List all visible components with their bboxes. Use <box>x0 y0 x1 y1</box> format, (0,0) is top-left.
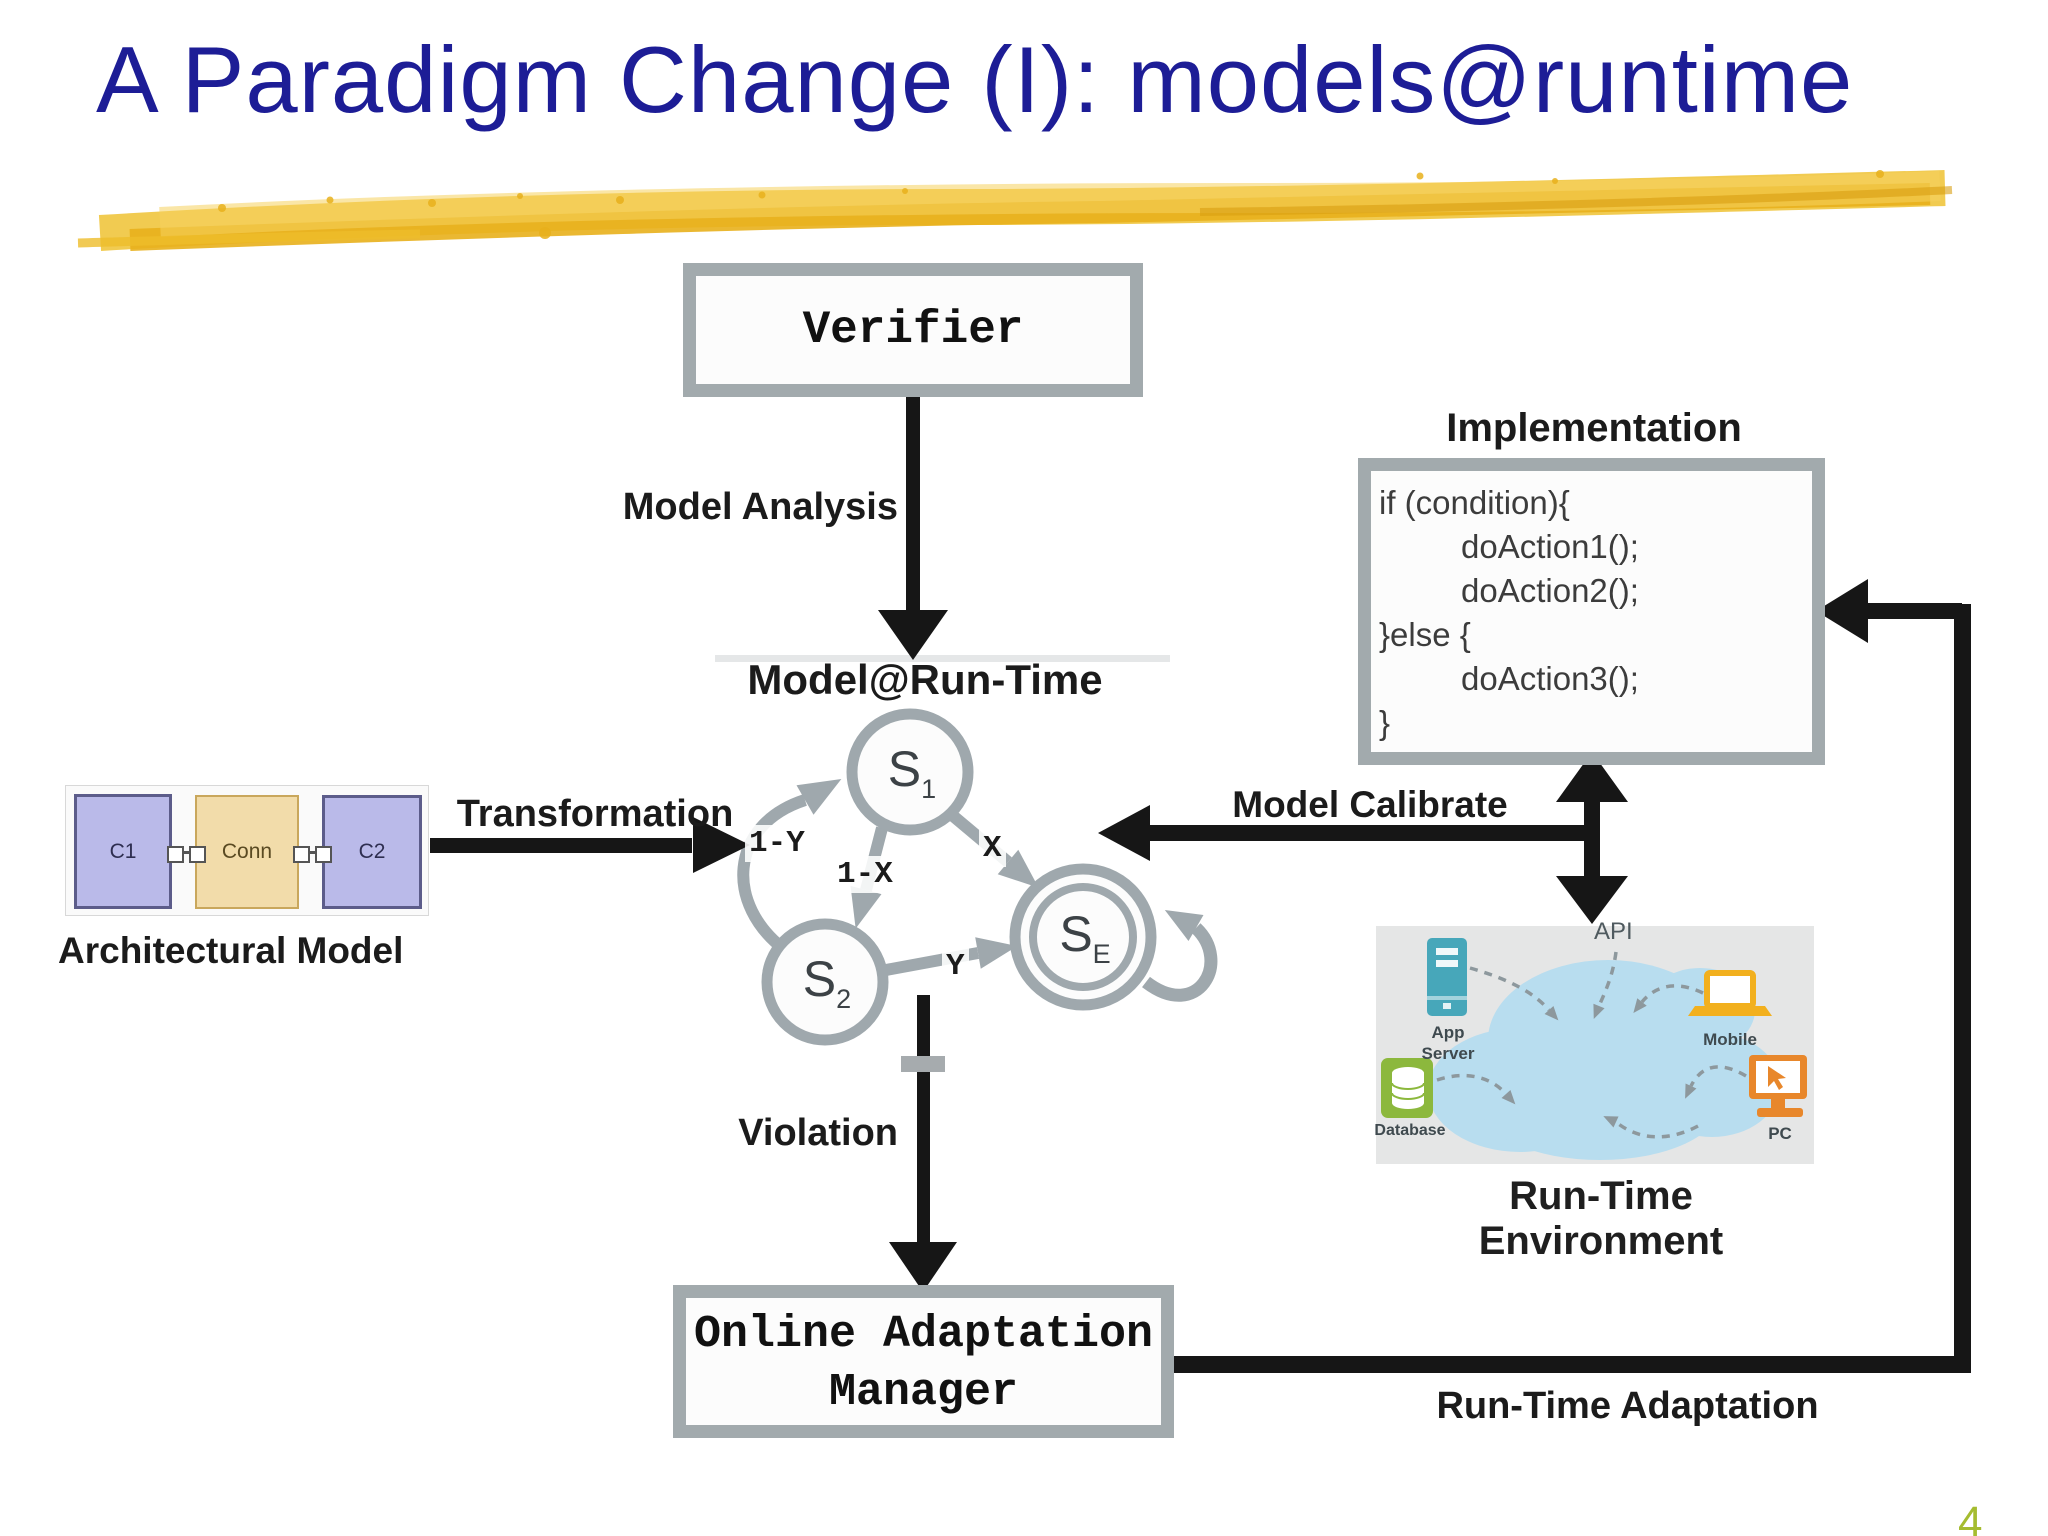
state-s2-circle <box>761 918 889 1046</box>
connector-line-left <box>169 851 201 854</box>
runtime-adaptation-feedback-arrow <box>1174 579 1971 1373</box>
state-circles <box>761 708 1157 1046</box>
port-square <box>167 846 184 863</box>
state-se-inner-circle <box>1029 883 1137 991</box>
mobile-icon <box>1688 970 1772 1016</box>
implementation-label: Implementation <box>1446 406 1742 450</box>
state-s1-circle <box>846 708 974 836</box>
architectural-model-label: Architectural Model <box>58 930 404 971</box>
state-se-label: SE <box>1059 906 1111 969</box>
transition-label-x: X <box>979 830 1006 867</box>
component-conn: Conn <box>195 795 299 909</box>
code-line: doAction1(); <box>1461 528 1639 565</box>
page-title: A Paradigm Change (I): models@runtime <box>96 27 1854 132</box>
cloud-icon <box>1428 960 1780 1160</box>
flow-arrows <box>430 395 1971 1373</box>
state-transition-arrowheads <box>796 779 1204 969</box>
runtime-adaptation-label: Run-Time Adaptation <box>1436 1385 1819 1427</box>
transition-label-1-y: 1-Y <box>745 825 809 862</box>
transformation-arrow <box>430 817 750 873</box>
oam-label-line2: Manager <box>828 1366 1019 1418</box>
violation-gray-band <box>901 1056 945 1072</box>
app-server-label: App Server <box>1421 1023 1475 1063</box>
database-label: Database <box>1374 1122 1446 1139</box>
page-number: 4 <box>1958 1498 1983 1536</box>
cloud-dashed-arrows <box>1436 951 1747 1139</box>
connector-line-right <box>295 851 327 854</box>
port-square <box>293 846 310 863</box>
code-line: if (condition){ <box>1379 484 1570 521</box>
transition-label-1-x: 1-X <box>833 856 897 893</box>
label-streak <box>715 655 1170 662</box>
pc-label: PC <box>1768 1124 1792 1143</box>
oam-label-line1: Online Adaptation <box>693 1308 1154 1360</box>
highlight-brush-stroke <box>77 170 1953 251</box>
se-self-loop <box>1142 923 1218 1002</box>
code-line: doAction3(); <box>1461 660 1639 697</box>
runtime-environment-graphic <box>1376 926 1814 1164</box>
port-square <box>315 846 332 863</box>
verifier-box: Verifier <box>683 263 1143 397</box>
transformation-label: Transformation <box>456 793 734 835</box>
component-c2: C2 <box>322 795 422 909</box>
model-calibrate-arrow <box>1098 752 1628 924</box>
code-line: }else { <box>1379 616 1471 653</box>
brush-speckles <box>218 170 1884 239</box>
state-s1-label: S1 <box>887 741 937 804</box>
state-s2-label: S2 <box>802 951 852 1014</box>
transition-label-y: Y <box>942 948 969 985</box>
component-c1: C1 <box>74 794 172 909</box>
pc-icon <box>1749 1055 1807 1117</box>
port-square <box>189 846 206 863</box>
cloud-dashed-arrowheads <box>1501 998 1697 1128</box>
mobile-label: Mobile <box>1703 1030 1757 1049</box>
api-label: API <box>1594 918 1633 945</box>
violation-label: Violation <box>738 1112 898 1154</box>
database-icon <box>1381 1058 1433 1118</box>
model-at-runtime-label: Model@Run-Time <box>747 656 1103 703</box>
code-line: } <box>1379 704 1391 741</box>
violation-arrow <box>889 995 957 1292</box>
model-analysis-arrow <box>878 395 948 660</box>
online-adaptation-manager-box: Online Adaptation Manager <box>673 1285 1174 1438</box>
code-line: doAction2(); <box>1461 572 1639 609</box>
app-server-icon <box>1427 938 1467 1016</box>
runtime-environment-label: Run-Time Environment <box>1478 1174 1724 1263</box>
model-analysis-label: Model Analysis <box>622 486 898 528</box>
verifier-label: Verifier <box>802 304 1024 356</box>
transition-1-y-curve <box>737 794 807 955</box>
architectural-model-panel: C1 Conn C2 <box>65 785 429 916</box>
implementation-box: if (condition){ doAction1(); doAction2()… <box>1358 458 1825 765</box>
model-calibrate-label: Model Calibrate <box>1232 784 1508 825</box>
